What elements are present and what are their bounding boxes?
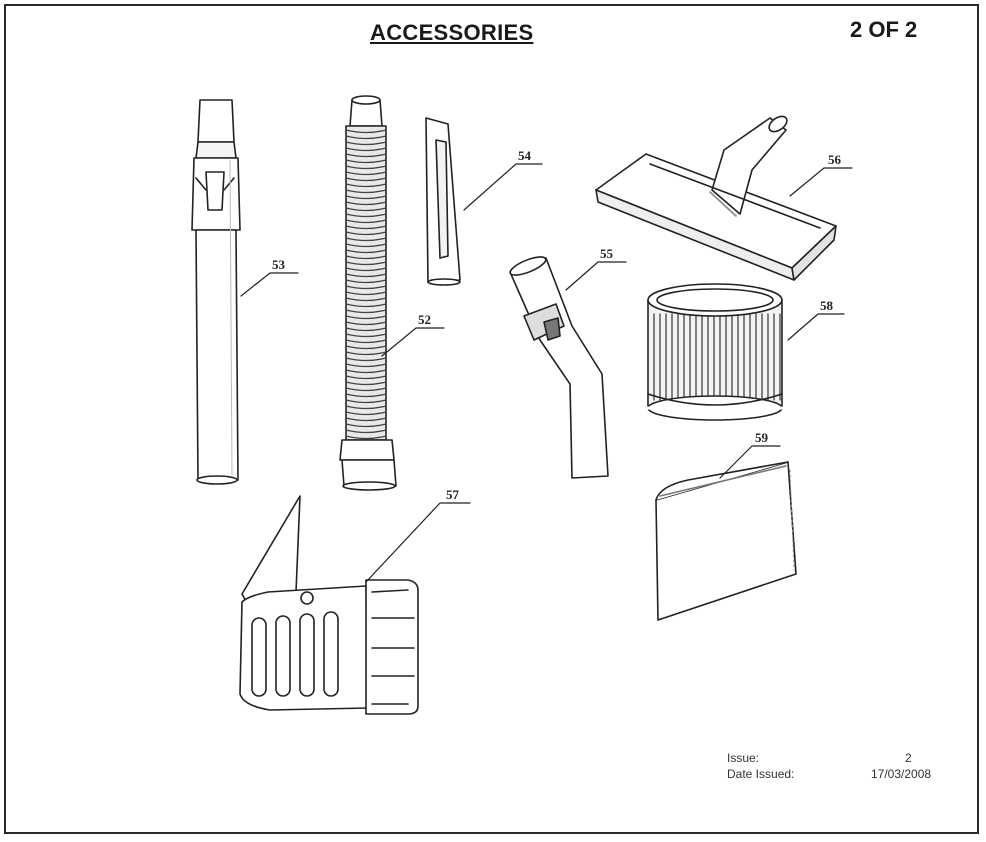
date-issued-label: Date Issued: (727, 767, 795, 781)
hose-corrugation (345, 405, 387, 410)
hose-corrugation (345, 297, 387, 302)
part-label-53: 53 (272, 257, 286, 272)
leader-lines (240, 163, 853, 583)
hose-corrugation (345, 279, 387, 284)
part-54-crevice-tool (425, 117, 461, 286)
hose-corrugation (345, 411, 387, 416)
hose-corrugation (345, 333, 387, 338)
hose-corrugation (345, 315, 387, 320)
part-label-52: 52 (418, 312, 431, 327)
part-56-floor-tool (595, 115, 837, 281)
hose-corrugation (345, 237, 387, 242)
hose-corrugation (345, 201, 387, 206)
hose-corrugation (345, 423, 387, 428)
part-58-cartridge-filter (646, 283, 784, 421)
hose-corrugation (345, 171, 387, 176)
part-57-adaptor (239, 495, 419, 715)
part-label-59: 59 (755, 430, 769, 445)
date-issued-value: 17/03/2008 (871, 767, 932, 781)
part-label-56: 56 (828, 152, 842, 167)
hose-corrugation (345, 213, 387, 218)
part-53-extension-tube (191, 99, 241, 485)
hose-corrugation (345, 267, 387, 272)
hose-corrugation (345, 357, 387, 362)
part-55-curved-wand (509, 256, 609, 479)
hose-corrugation (345, 321, 387, 326)
hose-corrugation (345, 231, 387, 236)
hose-corrugation (345, 135, 387, 140)
hose-corrugation (345, 189, 387, 194)
hose-corrugation (345, 243, 387, 248)
hose-corrugation (345, 327, 387, 332)
hose-corrugation (345, 159, 387, 164)
part-52-hose (339, 95, 397, 491)
hose-corrugation (345, 393, 387, 398)
hose-corrugation (345, 369, 387, 374)
hose-corrugation (345, 429, 387, 434)
hose-corrugation (345, 273, 387, 278)
part-59-filter-sleeve (655, 461, 797, 621)
hose-corrugation (345, 249, 387, 254)
hose-corrugation (345, 381, 387, 386)
hose-corrugation (345, 255, 387, 260)
hose-corrugation (345, 303, 387, 308)
hose-corrugation (345, 345, 387, 350)
part-label-58: 58 (820, 298, 834, 313)
part-labels: 53 52 54 55 56 58 59 57 (272, 148, 842, 502)
hose-corrugation (345, 207, 387, 212)
hose-corrugation (345, 219, 387, 224)
hose-corrugation (345, 399, 387, 404)
drawing-sheet (4, 4, 979, 834)
hose-corrugation (345, 435, 387, 440)
hose-corrugation (345, 291, 387, 296)
page-number: 2 OF 2 (850, 17, 918, 42)
hose-corrugation (345, 363, 387, 368)
hose-corrugation (345, 165, 387, 170)
page-title: ACCESSORIES (370, 20, 534, 45)
hose-corrugation (345, 387, 387, 392)
hose-corrugation (345, 375, 387, 380)
part-label-57: 57 (446, 487, 460, 502)
hose-corrugation (345, 129, 387, 134)
hose-corrugation (345, 147, 387, 152)
hose-corrugation (345, 141, 387, 146)
hose-corrugation (345, 153, 387, 158)
issue-value: 2 (905, 751, 912, 765)
hose-corrugation (345, 183, 387, 188)
hose-corrugation (345, 417, 387, 422)
part-label-54: 54 (518, 148, 532, 163)
hose-corrugation (345, 261, 387, 266)
issue-label: Issue: (727, 751, 760, 765)
hose-corrugation (345, 285, 387, 290)
hose-corrugation (345, 195, 387, 200)
hose-corrugation (345, 309, 387, 314)
hose-corrugation (345, 177, 387, 182)
hose-corrugation (345, 351, 387, 356)
hose-corrugation (345, 339, 387, 344)
part-label-55: 55 (600, 246, 614, 261)
hose-corrugation (345, 225, 387, 230)
